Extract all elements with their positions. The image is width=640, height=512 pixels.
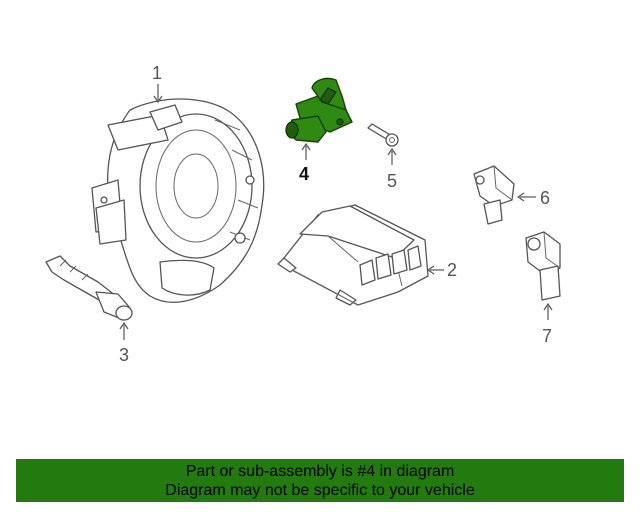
banner-line-2: Diagram may not be specific to your vehi… — [165, 482, 475, 499]
part-4-impact-sensor[interactable] — [285, 77, 353, 143]
callout-7: 7 — [542, 326, 552, 346]
part-6-sensor[interactable] — [473, 165, 515, 225]
callout-7-arrowhead — [543, 302, 553, 311]
part-7-sensor[interactable] — [525, 231, 561, 301]
callout-5: 5 — [387, 171, 397, 191]
part-2-control-module[interactable] — [277, 204, 429, 306]
banner-line-1: Part or sub-assembly is #4 in diagram — [185, 463, 455, 480]
callout-1-arrowhead — [153, 95, 163, 104]
callout-4: 4 — [299, 164, 309, 184]
parts-diagram: 1 2 3 4 5 — [45, 63, 561, 365]
callout-6: 6 — [540, 188, 550, 208]
part-5-bolt[interactable] — [367, 123, 399, 147]
callout-4-arrowhead — [301, 142, 311, 151]
callout-1: 1 — [152, 63, 162, 83]
callout-2-arrowhead — [426, 265, 435, 275]
callout-6-arrowhead — [516, 192, 525, 202]
callout-5-arrowhead — [387, 147, 397, 156]
part-3-connector[interactable] — [45, 255, 133, 321]
info-banner: Part or sub-assembly is #4 in diagram Di… — [16, 459, 624, 502]
callout-2: 2 — [447, 260, 457, 280]
callout-3: 3 — [119, 345, 129, 365]
part-1-clock-spring[interactable] — [91, 98, 265, 303]
callout-3-arrowhead — [119, 321, 129, 330]
